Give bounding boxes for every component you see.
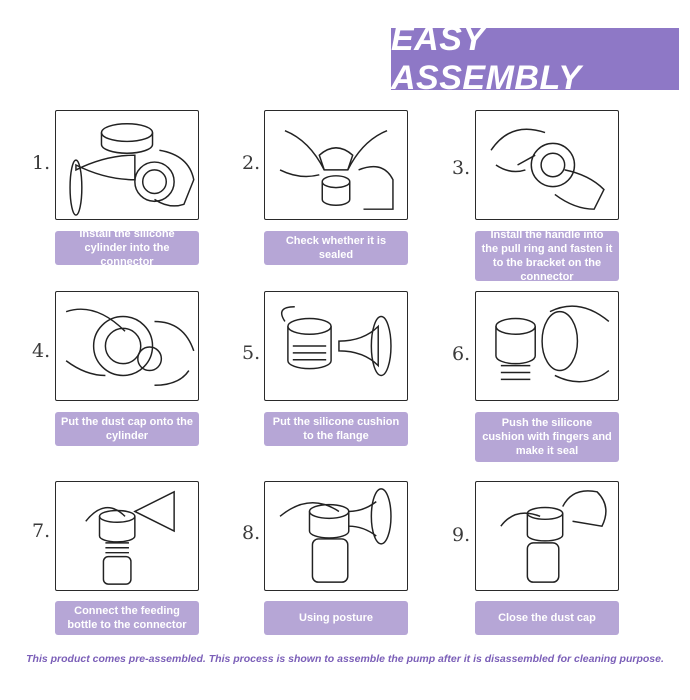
close-dust-cap-illustration bbox=[475, 481, 619, 591]
step-caption: Connect the feeding bottle to the connec… bbox=[55, 601, 199, 635]
step-number: 1. bbox=[32, 152, 51, 174]
step-number: 8. bbox=[242, 522, 261, 544]
step-caption: Put the silicone cushion to the flange bbox=[264, 412, 408, 446]
step-number: 5. bbox=[242, 342, 261, 364]
check-seal-illustration bbox=[264, 110, 408, 220]
step-caption: Install the handle into the pull ring an… bbox=[475, 229, 619, 283]
step-caption: Put the dust cap onto the cylinder bbox=[55, 412, 199, 446]
cushion-to-flange-illustration bbox=[264, 291, 408, 401]
step-number: 6. bbox=[452, 343, 471, 365]
step-number: 9. bbox=[452, 524, 471, 546]
step-number: 3. bbox=[452, 157, 471, 179]
install-handle-illustration bbox=[475, 110, 619, 220]
step-number: 4. bbox=[32, 340, 51, 362]
step-number: 7. bbox=[32, 520, 51, 542]
push-cushion-illustration bbox=[475, 291, 619, 401]
title-banner: EASY ASSEMBLY bbox=[391, 20, 679, 97]
step-number: 2. bbox=[242, 152, 261, 174]
footer-note: This product comes pre-assembled. This p… bbox=[26, 653, 664, 665]
step-caption: Install the silicone cylinder into the c… bbox=[55, 228, 199, 268]
step-caption: Push the silicone cushion with fingers a… bbox=[475, 412, 619, 462]
dust-cap-illustration bbox=[55, 291, 199, 401]
step-caption: Close the dust cap bbox=[475, 601, 619, 635]
connect-bottle-illustration bbox=[55, 481, 199, 591]
step-caption: Check whether it is sealed bbox=[264, 231, 408, 265]
page-title: EASY ASSEMBLY bbox=[391, 20, 582, 97]
step-caption: Using posture bbox=[264, 601, 408, 635]
cylinder-into-connector-illustration bbox=[55, 110, 199, 220]
using-posture-illustration bbox=[264, 481, 408, 591]
